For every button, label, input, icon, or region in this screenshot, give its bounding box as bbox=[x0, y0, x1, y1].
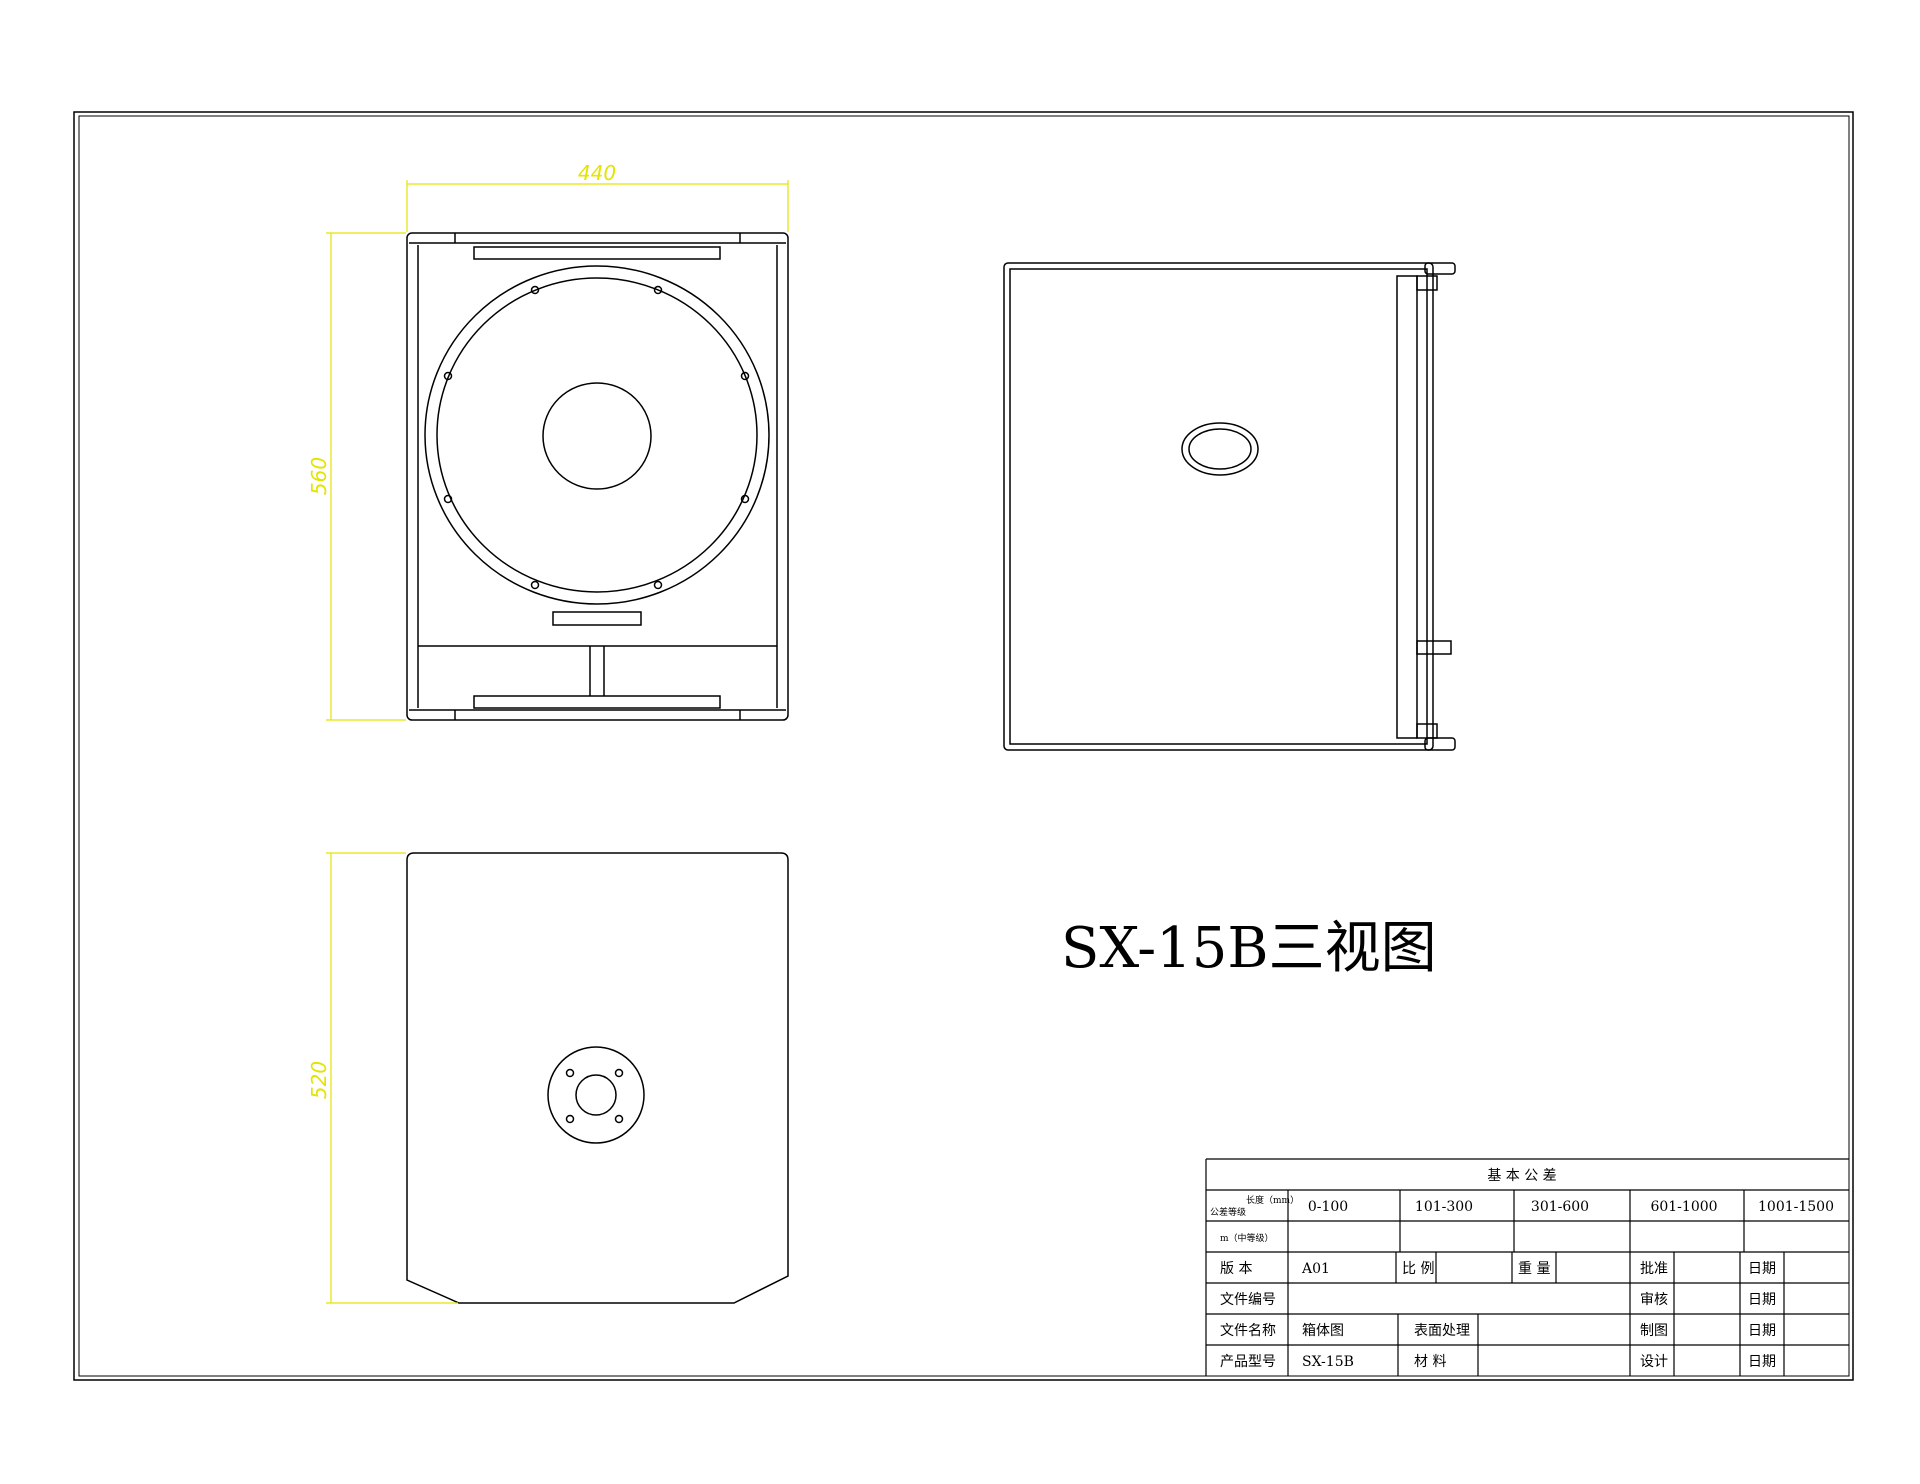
tb-range-2: 301-600 bbox=[1531, 1199, 1589, 1215]
tb-scale-label: 比 例 bbox=[1402, 1261, 1434, 1277]
tb-len-label: 长度（mm） bbox=[1246, 1194, 1299, 1206]
drawing-title: SX-15B三视图 bbox=[1061, 916, 1437, 981]
tb-model-label: 产品型号 bbox=[1220, 1354, 1276, 1370]
tb-range-0: 0-100 bbox=[1308, 1199, 1348, 1215]
tb-date-2: 日期 bbox=[1748, 1292, 1776, 1308]
tb-date-3: 日期 bbox=[1748, 1323, 1776, 1339]
dim-bottom-height: 520 bbox=[307, 1061, 331, 1099]
tb-grade-label: 公差等级 bbox=[1210, 1206, 1246, 1218]
tb-fileno-label: 文件编号 bbox=[1220, 1292, 1276, 1308]
tb-material-label: 材 料 bbox=[1414, 1354, 1446, 1370]
front-view bbox=[406, 232, 789, 721]
bottom-dimensions bbox=[326, 852, 458, 1304]
tb-filename-label: 文件名称 bbox=[1220, 1323, 1276, 1339]
tb-grade-row: m（中等级） bbox=[1220, 1232, 1274, 1244]
tb-model-value: SX-15B bbox=[1302, 1354, 1354, 1370]
tb-approve-label: 批准 bbox=[1640, 1261, 1668, 1277]
tb-filename-value: 箱体图 bbox=[1302, 1323, 1344, 1339]
tb-version-value: A01 bbox=[1301, 1261, 1330, 1277]
woofer-mounting-holes bbox=[443, 285, 750, 590]
sheet-border bbox=[73, 111, 1854, 1381]
bottom-view bbox=[406, 852, 789, 1304]
front-dimensions bbox=[326, 180, 789, 721]
tb-draw-label: 制图 bbox=[1640, 1323, 1668, 1339]
dim-front-width: 440 bbox=[578, 161, 616, 185]
tb-surface-label: 表面处理 bbox=[1414, 1323, 1470, 1339]
tb-range-3: 601-1000 bbox=[1650, 1199, 1717, 1215]
tb-range-4: 1001-1500 bbox=[1758, 1199, 1834, 1215]
tb-date-4: 日期 bbox=[1748, 1354, 1776, 1370]
tb-range-1: 101-300 bbox=[1415, 1199, 1473, 1215]
tb-weight-label: 重 量 bbox=[1518, 1261, 1550, 1277]
side-view bbox=[1003, 262, 1456, 751]
tb-review-label: 审核 bbox=[1640, 1292, 1668, 1308]
tb-version-label: 版 本 bbox=[1220, 1261, 1252, 1277]
title-block bbox=[1205, 1158, 1849, 1376]
flange-holes bbox=[565, 1068, 624, 1124]
tb-design-label: 设计 bbox=[1640, 1354, 1668, 1370]
dim-front-height: 560 bbox=[307, 457, 331, 495]
tb-header: 基 本 公 差 bbox=[1487, 1167, 1556, 1184]
tb-date-1: 日期 bbox=[1748, 1261, 1776, 1277]
